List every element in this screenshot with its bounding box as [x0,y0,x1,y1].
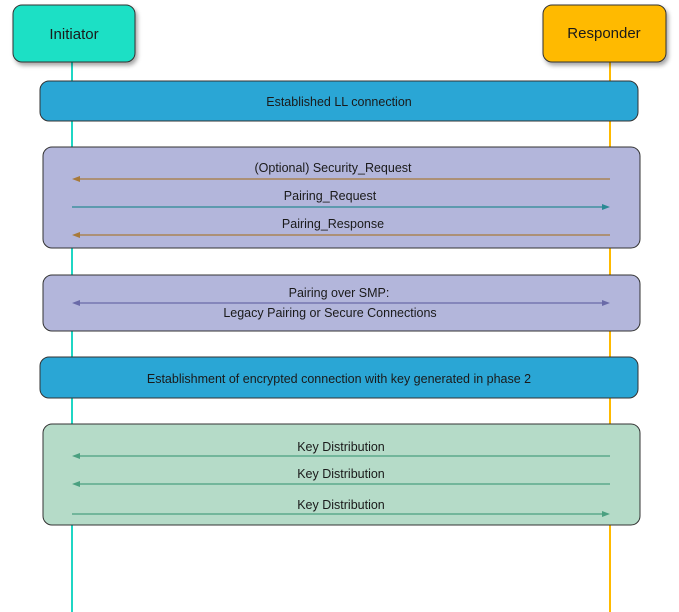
phase1-box [42,146,641,249]
initiator-actor: Initiator [12,4,136,63]
encryption-bar [39,356,639,399]
ll-connection-label: Established LL connection [266,95,412,109]
security-request-label: (Optional) Security_Request [254,161,412,175]
pairing-request-label: Pairing_Request [284,189,377,203]
key-distribution-arrowhead-3 [602,511,610,517]
pairing-over-smp-arrowhead-left [72,300,80,306]
phase3-box [42,423,641,526]
responder-actor: Responder [542,4,667,63]
key-distribution-arrowhead-1 [72,453,80,459]
pairing-methods-label: Legacy Pairing or Secure Connections [223,306,436,320]
security-request-arrowhead [72,176,80,182]
key-distribution-label-1: Key Distribution [297,440,385,454]
pairing-request-arrowhead [602,204,610,210]
key-distribution-label-3: Key Distribution [297,498,385,512]
phase3-group: Key Distribution Key Distribution Key Di… [42,423,641,526]
key-distribution-arrowhead-2 [72,481,80,487]
phase1-group: (Optional) Security_Request Pairing_Requ… [42,146,641,249]
initiator-label: Initiator [49,26,98,43]
encryption-phase: Establishment of encrypted connection wi… [39,356,639,399]
responder-label: Responder [567,25,640,42]
key-distribution-label-2: Key Distribution [297,467,385,481]
ll-connection-bar [39,80,639,122]
initiator-box [12,4,136,63]
encryption-label: Establishment of encrypted connection wi… [147,372,531,386]
pairing-over-smp-arrowhead-right [602,300,610,306]
pairing-over-smp-label: Pairing over SMP: [289,286,390,300]
responder-box [542,4,667,63]
pairing-response-label: Pairing_Response [282,217,384,231]
ll-connection-phase: Established LL connection [39,80,639,122]
phase2-group: Pairing over SMP: Legacy Pairing or Secu… [42,274,641,332]
pairing-response-arrowhead [72,232,80,238]
